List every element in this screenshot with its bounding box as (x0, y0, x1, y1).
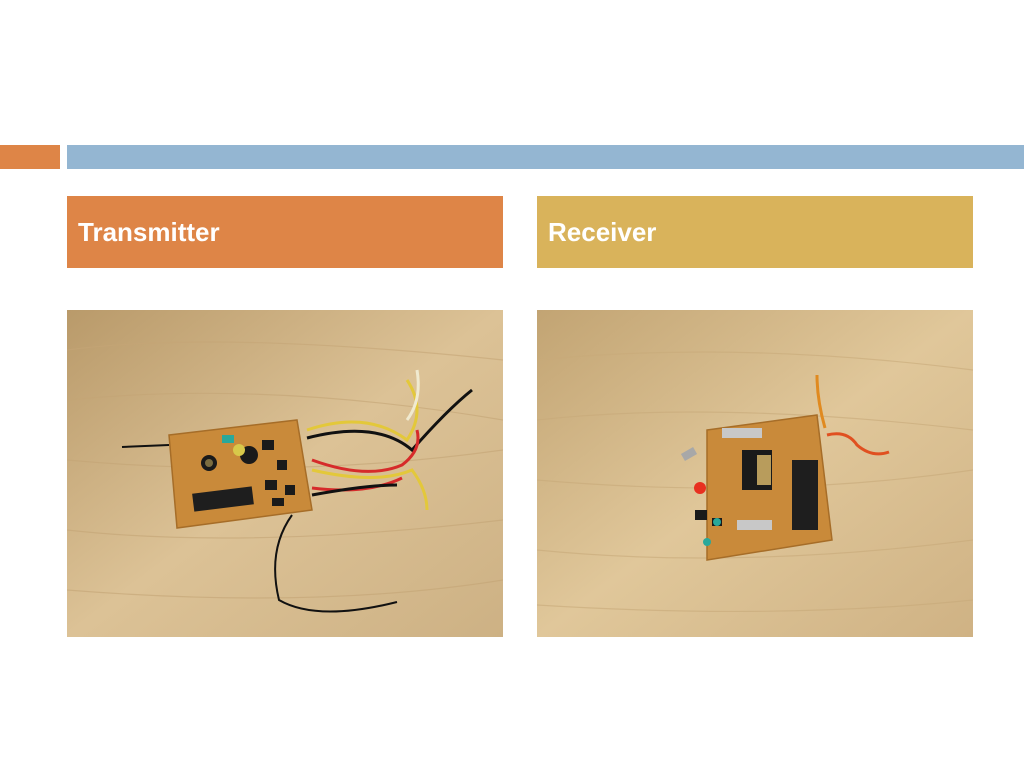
receiver-photo (537, 310, 973, 637)
receiver-header: Receiver (537, 196, 973, 268)
transmitter-photo (67, 310, 503, 637)
receiver-image (537, 310, 973, 637)
accent-bar-blue (67, 145, 1024, 169)
transmitter-image (67, 310, 503, 637)
accent-bar-orange (0, 145, 60, 169)
receiver-header-label: Receiver (548, 216, 657, 247)
transmitter-header-label: Transmitter (78, 216, 220, 247)
transmitter-header: Transmitter (67, 196, 503, 268)
